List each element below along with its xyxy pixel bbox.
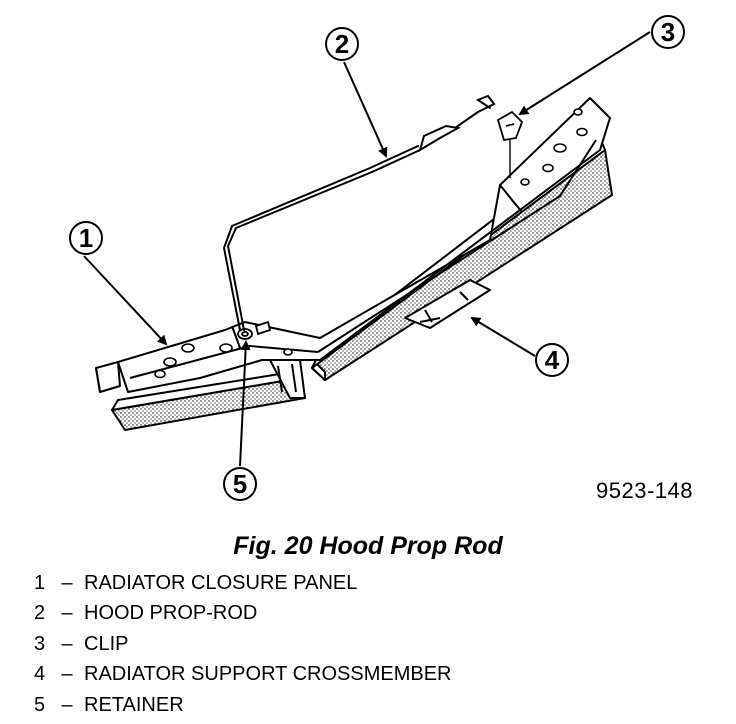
legend-item-number: 1 <box>34 572 46 594</box>
callout-2-number: 2 <box>335 29 349 59</box>
callout-2: 2 <box>325 27 388 158</box>
legend-item-separator: – <box>61 663 73 686</box>
figure-reference-number: 9523-148 <box>596 478 693 503</box>
callout-3: 3 <box>518 15 685 116</box>
legend-item-label: HOOD PROP-ROD <box>84 602 258 625</box>
hood-prop-rod-diagram: 1 2 3 4 5 <box>69 15 685 501</box>
legend-item: 1–RADIATOR CLOSURE PANEL <box>34 568 451 598</box>
legend-item-label: RADIATOR CLOSURE PANEL <box>84 572 358 594</box>
panel-fastener-holes <box>154 108 588 379</box>
callout-1-number: 1 <box>79 223 93 253</box>
legend-item-separator: – <box>61 632 73 655</box>
callout-1: 1 <box>69 221 168 346</box>
legend-item: 2–HOOD PROP-ROD <box>34 598 451 628</box>
legend-item-separator: – <box>61 693 73 716</box>
legend-item-number: 4 <box>34 663 46 686</box>
legend-item-separator: – <box>61 572 73 594</box>
retainer <box>237 320 272 340</box>
callout-4-number: 4 <box>545 345 560 375</box>
left-lower-bracket <box>95 359 306 431</box>
legend-item-number: 2 <box>34 602 46 625</box>
parts-legend: 1–RADIATOR CLOSURE PANEL 2–HOOD PROP-ROD… <box>34 568 451 720</box>
callout-5: 5 <box>223 340 257 501</box>
callout-5-number: 5 <box>233 469 247 499</box>
legend-item-label: CLIP <box>84 632 129 655</box>
clip <box>496 110 524 178</box>
legend-item-number: 5 <box>34 693 46 716</box>
legend-item-label: RETAINER <box>84 693 184 716</box>
legend-item-label: RADIATOR SUPPORT CROSSMEMBER <box>84 663 452 686</box>
legend-item-number: 3 <box>34 632 46 655</box>
callout-3-number: 3 <box>661 17 675 47</box>
figure-caption: Fig. 20 Hood Prop Rod <box>233 532 503 560</box>
hood-prop-rod <box>222 94 496 331</box>
legend-item: 3–CLIP <box>34 629 451 659</box>
legend-item: 4–RADIATOR SUPPORT CROSSMEMBER <box>34 659 451 689</box>
callout-4: 4 <box>470 316 569 377</box>
legend-item-separator: – <box>61 602 73 625</box>
legend-item: 5–RETAINER <box>34 690 451 720</box>
